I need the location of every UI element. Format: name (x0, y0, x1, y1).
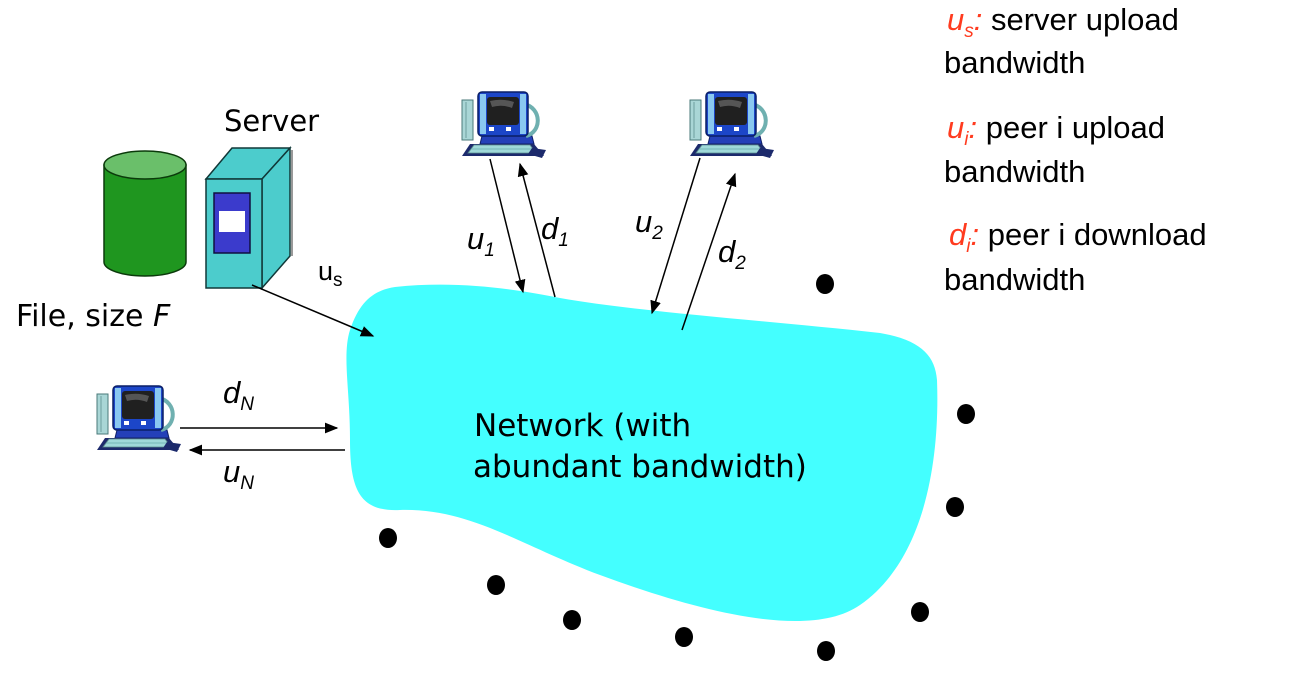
network-label-line2: abundant bandwidth) (473, 449, 807, 485)
ellipsis-dot (957, 404, 975, 424)
file-label: File, size F (16, 299, 171, 334)
legend-item-peer-download-line2: bandwidth (944, 262, 1085, 297)
legend-item-peer-download: di: peer i download (949, 217, 1207, 257)
network-cloud (346, 284, 938, 622)
peer-N-download-label: dN (223, 375, 254, 415)
legend-item-server-upload: us: server upload (947, 2, 1179, 42)
legend-item-peer-upload: ui: peer i upload (947, 110, 1165, 150)
peer-1-upload-arrow (489, 158, 526, 294)
peer-2-computer-icon (688, 90, 776, 160)
network-label-line1: Network (with (474, 408, 691, 444)
ellipsis-dot (817, 641, 835, 661)
legend-item-peer-upload-line2: bandwidth (944, 154, 1085, 189)
ellipsis-dot (379, 528, 397, 548)
legend: us: server upload bandwidth ui: peer i u… (944, 2, 1207, 297)
peer-2-upload-label: u2 (635, 204, 663, 244)
peer-2-download-label: d2 (718, 234, 746, 274)
peer-1-upload-label: u1 (467, 221, 495, 261)
peer-2-download-arrow (681, 172, 737, 331)
more-peers-dots (379, 274, 975, 661)
server-label: Server (224, 104, 319, 138)
ellipsis-dot (675, 627, 693, 647)
server-icon (204, 146, 293, 290)
peer-1-download-label: d1 (541, 211, 569, 251)
peer-1-computer-icon (460, 90, 548, 160)
file-database-icon (103, 150, 187, 277)
ellipsis-dot (816, 274, 834, 294)
peer-N-computer-icon (95, 384, 183, 454)
peer-2-upload-arrow (650, 157, 701, 315)
ellipsis-dot (911, 602, 929, 622)
peer-1-download-arrow (517, 162, 556, 298)
server-upload-arrow (251, 284, 375, 337)
legend-item-server-upload-line2: bandwidth (944, 45, 1085, 80)
ellipsis-dot (946, 497, 964, 517)
server-upload-label: us (318, 256, 343, 291)
ellipsis-dot (487, 575, 505, 595)
ellipsis-dot (563, 610, 581, 630)
peer-N-upload-label: uN (223, 454, 254, 494)
